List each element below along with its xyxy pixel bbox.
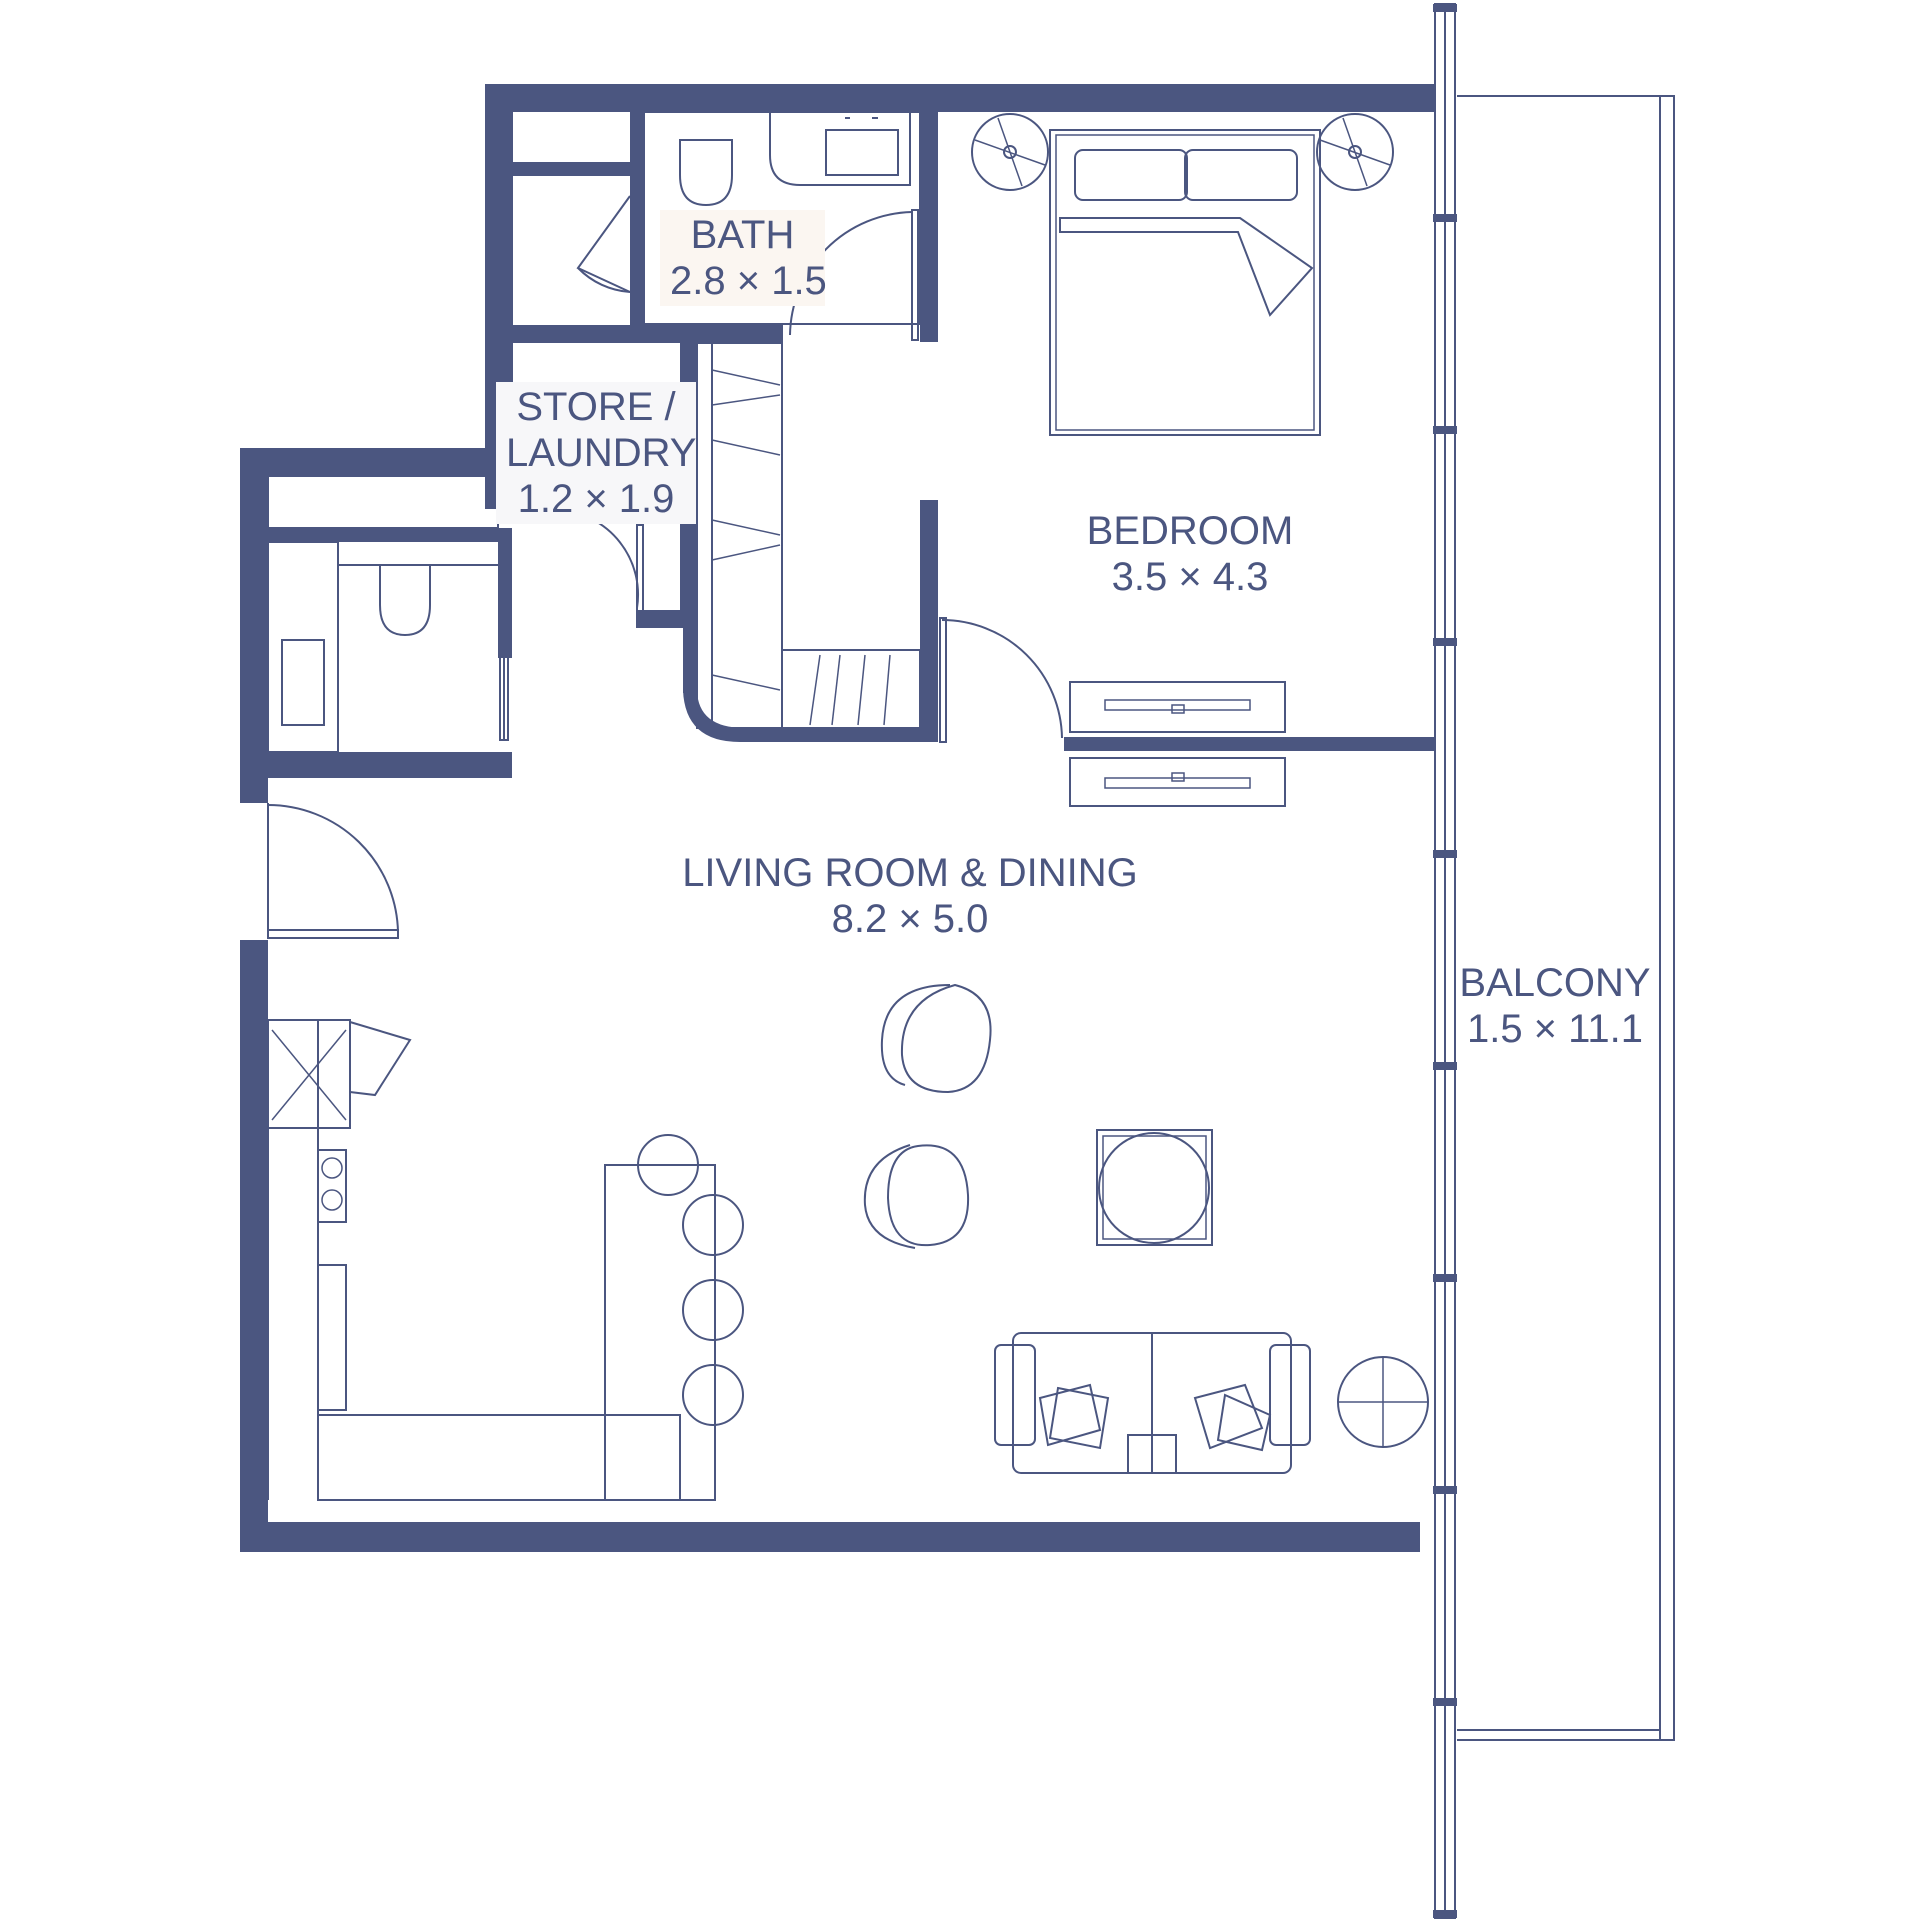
room-label-store: STORE / LAUNDRY 1.2 × 1.9 — [496, 382, 696, 524]
store-name-line1: STORE / — [516, 385, 676, 429]
laundry-fixtures — [267, 475, 499, 753]
dresser-icon — [1069, 681, 1286, 733]
wall-left-upper — [240, 448, 268, 803]
wall-bath-bottom — [513, 325, 783, 343]
balcony-size: 1.5 × 11.1 — [1466, 1007, 1644, 1051]
room-label-living: LIVING ROOM & DINING 8.2 × 5.0 — [640, 850, 1180, 942]
entry-door — [267, 929, 399, 939]
wall-store-bottom — [636, 610, 696, 628]
room-label-bath: BATH 2.8 × 1.5 — [660, 210, 827, 306]
kitchen — [267, 1019, 744, 1501]
living-name: LIVING ROOM & DINING — [682, 851, 1138, 895]
bedroom-name: BEDROOM — [1086, 509, 1294, 553]
side-table-icon — [1096, 1129, 1213, 1246]
wall-laundry-bottom — [240, 752, 512, 778]
cooktop-icon — [317, 1149, 347, 1223]
bath-fixtures — [643, 111, 921, 325]
wall-wardrobe-side — [683, 628, 697, 693]
bath-door — [911, 209, 919, 341]
room-label-bedroom: BEDROOM 3.5 × 4.3 — [1035, 508, 1345, 600]
wall-left-step — [240, 448, 510, 476]
wall-linen — [513, 162, 643, 176]
wall-bedroom-left — [920, 500, 938, 742]
store-name-line2: LAUNDRY — [506, 431, 697, 475]
vanity-icon — [769, 111, 911, 186]
wall-wc-top — [268, 528, 498, 542]
bedroom-size: 3.5 × 4.3 — [1111, 555, 1269, 599]
wall-top — [485, 84, 1435, 112]
kitchen-island — [604, 1164, 716, 1501]
doors — [267, 195, 1063, 939]
glazing — [1433, 3, 1675, 1919]
cushion-icon — [1038, 1383, 1102, 1447]
living-furniture — [863, 983, 1429, 1474]
wall-bedroom-bottom — [1064, 737, 1434, 751]
balcony-name: BALCONY — [1459, 961, 1651, 1005]
store-size: 1.2 × 1.9 — [517, 477, 675, 521]
wall-linen-side — [630, 112, 644, 327]
wardrobe — [696, 342, 921, 729]
wall-bottom — [240, 1522, 1420, 1552]
living-size: 8.2 × 5.0 — [831, 897, 989, 941]
stool-icon — [682, 1194, 744, 1256]
wc-toilet-icon — [379, 564, 431, 637]
stool-icon — [637, 1134, 699, 1196]
wall-wardrobe-bottom — [683, 690, 938, 742]
room-label-balcony: BALCONY 1.5 × 11.1 — [1440, 960, 1670, 1052]
bedroom-door — [939, 617, 947, 743]
sink-icon — [317, 1264, 347, 1411]
walls — [240, 84, 1435, 1552]
wall-left-lower — [240, 940, 268, 1550]
stool-icon — [682, 1279, 744, 1341]
bed-icon — [1049, 129, 1321, 436]
fridge-icon — [267, 1019, 351, 1129]
lamp-icon — [971, 113, 1049, 191]
bath-size: 2.8 × 1.5 — [670, 259, 827, 303]
lamp-icon — [1316, 113, 1394, 191]
toilet-icon — [679, 139, 733, 207]
cushion-icon — [1193, 1383, 1264, 1450]
armchair-icon — [880, 984, 951, 1086]
tv-cabinet-icon — [1069, 757, 1286, 807]
wall-bath-right — [920, 112, 938, 342]
armchair-icon — [863, 1144, 916, 1249]
bedroom-furniture — [971, 113, 1394, 807]
bath-name: BATH — [690, 213, 795, 257]
stool-icon — [682, 1364, 744, 1426]
